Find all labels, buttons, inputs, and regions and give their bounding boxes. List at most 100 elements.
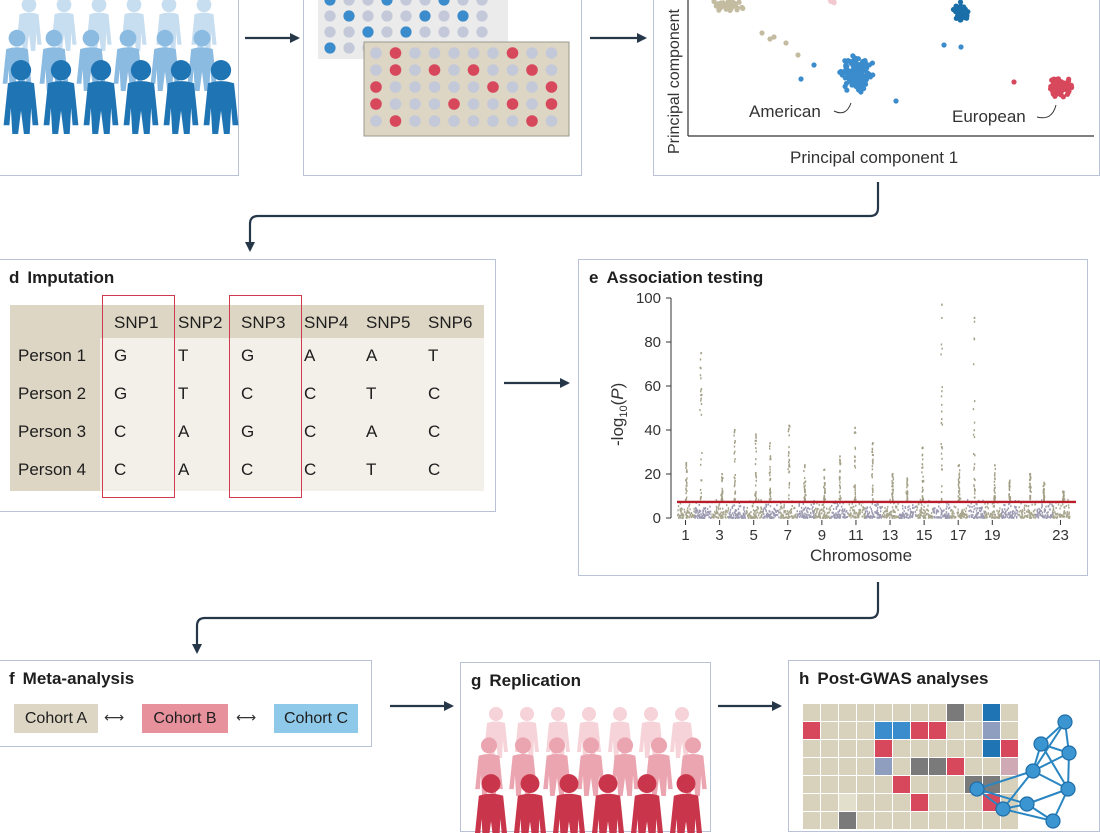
manhattan-peak-point	[1062, 490, 1065, 493]
manhattan-point	[1026, 505, 1028, 508]
manhattan-point	[958, 491, 960, 494]
manhattan-point	[803, 514, 806, 517]
x-tick-label: 7	[784, 527, 792, 544]
manhattan-point	[1009, 515, 1011, 518]
manhattan-point	[1023, 504, 1026, 507]
european-leader-line	[1036, 104, 1057, 119]
manhattan-point	[788, 483, 790, 486]
manhattan-point	[782, 516, 785, 519]
manhattan-point	[823, 482, 826, 485]
manhattan-point	[1011, 514, 1013, 517]
manhattan-point	[891, 506, 894, 509]
manhattan-point	[705, 512, 707, 515]
manhattan-point	[903, 513, 905, 516]
manhattan-point	[1060, 504, 1062, 507]
manhattan-point	[698, 509, 701, 512]
manhattan-point	[830, 504, 833, 507]
manhattan-point	[916, 505, 918, 508]
manhattan-point	[975, 503, 977, 506]
manhattan-point	[788, 497, 790, 500]
manhattan-point	[803, 477, 806, 480]
manhattan-point	[839, 515, 842, 518]
manhattan-peak-point	[1029, 473, 1032, 476]
manhattan-point	[734, 458, 736, 461]
manhattan-point	[768, 445, 771, 448]
manhattan-point	[1063, 512, 1065, 515]
manhattan-point	[915, 515, 918, 518]
table-cell: C	[241, 384, 254, 403]
manhattan-point	[941, 510, 943, 513]
manhattan-point	[822, 510, 824, 513]
manhattan-point	[882, 515, 885, 518]
pca-point	[847, 58, 853, 65]
manhattan-point	[760, 508, 763, 511]
manhattan-point	[825, 515, 827, 518]
heatmap-cell	[821, 794, 838, 811]
manhattan-point	[677, 509, 679, 512]
heatmap-cell	[893, 794, 910, 811]
manhattan-point	[753, 510, 756, 513]
manhattan-point	[1029, 495, 1031, 498]
manhattan-point	[734, 490, 737, 493]
manhattan-point	[994, 491, 996, 494]
manhattan-point	[852, 509, 854, 512]
manhattan-point	[1034, 513, 1037, 516]
manhattan-point	[842, 516, 845, 519]
manhattan-point	[701, 516, 703, 519]
manhattan-point	[933, 507, 935, 510]
manhattan-point	[700, 413, 703, 416]
manhattan-point	[715, 512, 717, 515]
manhattan-point	[1023, 516, 1025, 519]
manhattan-point	[696, 510, 698, 513]
manhattan-point	[687, 510, 689, 513]
genotype-dot	[448, 47, 460, 59]
manhattan-point	[1043, 488, 1045, 491]
heatmap-cell	[893, 812, 910, 829]
genotype-dot	[506, 98, 519, 110]
manhattan-point	[717, 516, 720, 519]
manhattan-point	[734, 481, 736, 484]
pca-point	[842, 69, 848, 75]
x-tick-label: 11	[848, 527, 864, 544]
manhattan-point	[889, 513, 892, 516]
genotype-dot	[467, 115, 480, 127]
manhattan-point	[753, 515, 755, 518]
pca-point	[1066, 76, 1072, 82]
manhattan-point	[811, 507, 813, 510]
manhattan-point	[814, 508, 816, 511]
manhattan-point	[751, 516, 753, 519]
heatmap-cell	[983, 758, 1000, 775]
manhattan-point	[1008, 503, 1010, 506]
heatmap-cell	[857, 776, 874, 793]
heatmap-cell	[947, 722, 964, 739]
manhattan-point	[729, 514, 732, 517]
manhattan-point	[804, 497, 806, 500]
genotype-dot	[389, 98, 402, 110]
manhattan-point	[721, 516, 724, 519]
manhattan-point	[1034, 516, 1036, 519]
manhattan-point	[862, 506, 864, 509]
manhattan-point	[734, 514, 737, 517]
manhattan-point	[1058, 515, 1061, 518]
manhattan-point	[783, 503, 785, 506]
manhattan-point	[991, 516, 993, 519]
manhattan-point	[711, 513, 713, 516]
manhattan-point	[993, 496, 995, 499]
manhattan-point	[1014, 514, 1016, 517]
manhattan-point	[790, 508, 793, 511]
manhattan-point	[738, 516, 740, 519]
manhattan-point	[993, 484, 996, 487]
manhattan-point	[901, 515, 904, 518]
manhattan-point	[957, 495, 959, 498]
manhattan-point	[998, 513, 1001, 516]
manhattan-point	[734, 516, 737, 519]
manhattan-point	[979, 516, 981, 519]
manhattan-point	[769, 474, 771, 477]
panel-title: Association testing	[606, 268, 764, 287]
manhattan-point	[1030, 513, 1032, 516]
manhattan-point	[1068, 512, 1070, 515]
manhattan-point	[685, 498, 687, 501]
manhattan-point	[805, 509, 808, 512]
manhattan-point	[838, 516, 841, 519]
